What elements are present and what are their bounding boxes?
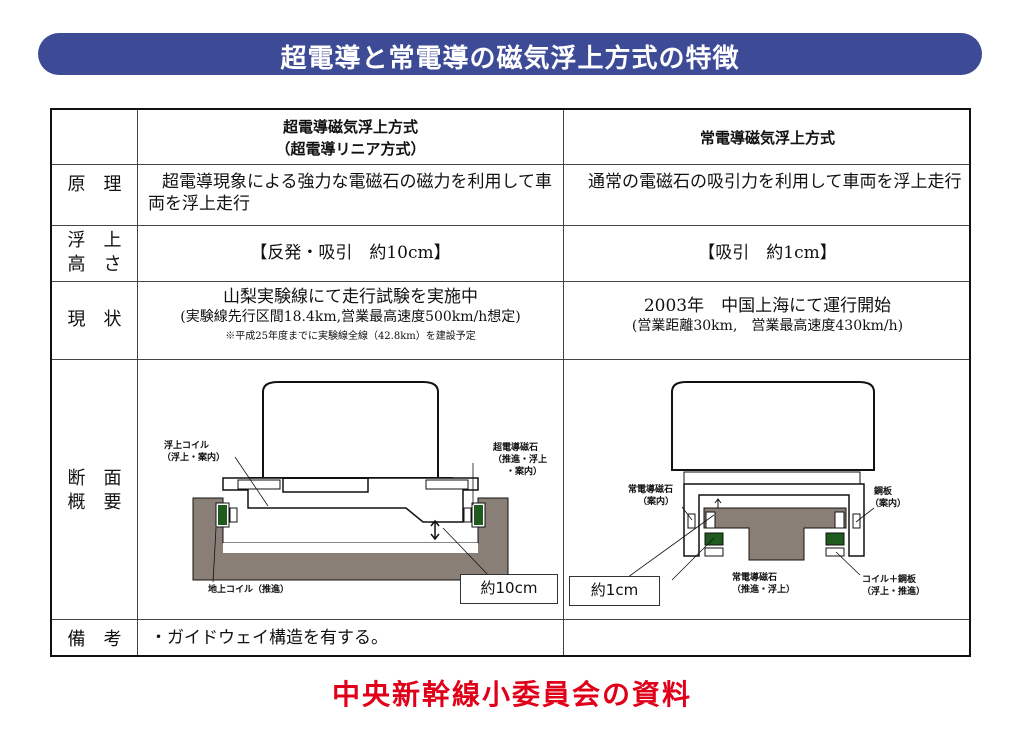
sc-gap-arrow xyxy=(430,519,440,541)
nc-gap-arrow xyxy=(714,498,722,508)
nc-prop-magnet-left xyxy=(704,532,724,546)
nc-car-body xyxy=(671,381,875,471)
sc-magnet-block-left xyxy=(237,479,281,490)
status-sc-note: ※平成25年度までに実験線全線（42.8km）を建設予定 xyxy=(225,331,476,342)
row-label-levitation: 浮 上 高 さ xyxy=(52,229,137,277)
row-label-principle: 原 理 xyxy=(67,174,122,195)
nc-label-prop-magnet-2: （推進・浮上） xyxy=(732,583,795,595)
nc-label-coil-steel-1: コイル＋鋼板 xyxy=(862,573,917,585)
row-divider xyxy=(52,164,969,165)
diagram-normal: 常電導磁石 （案内） 鋼板 （案内） 常電導磁石 （推進・浮上） コイル＋鋼板 … xyxy=(623,381,925,597)
status-sc-line1: 山梨実験線にて走行試験を実施中 xyxy=(223,287,478,307)
status-sc-line2: (実験線先行区間18.4km,営業最高速度500km/h想定) xyxy=(180,309,521,325)
sc-label-ground-coil: 地上コイル（推進） xyxy=(208,583,289,595)
sc-leader-gap xyxy=(442,527,492,579)
nc-leader-steel xyxy=(855,507,875,523)
row-label-status: 現 状 xyxy=(67,309,122,330)
sc-levitation-coil-right-core xyxy=(474,505,483,525)
comparison-table: 超電導磁気浮上方式 （超電導リニア方式） 常電導磁気浮上方式 原 理 超電導現象… xyxy=(50,108,971,657)
sc-label-sc-magnet-1: 超電導磁石 xyxy=(492,441,538,453)
title-banner: 超電導と常電導の磁気浮上方式の特徴 xyxy=(38,33,982,75)
nc-bogie-top xyxy=(683,471,861,485)
sc-label-sc-magnet-2: （推進・浮上 xyxy=(493,453,547,465)
sc-car-body xyxy=(262,381,439,479)
row-divider xyxy=(52,619,969,620)
row-label-levitation-line2: 高 さ xyxy=(67,254,122,275)
principle-superconducting: 超電導現象による強力な電磁石の磁力を利用して車両を浮上走行 xyxy=(148,172,552,214)
status-nc-line1: 2003年 中国上海にて運行開始 xyxy=(643,296,892,316)
nc-leader-prop xyxy=(671,537,715,581)
row-divider xyxy=(52,225,969,226)
col-divider xyxy=(137,110,138,655)
sc-magnet-left xyxy=(229,507,238,523)
remarks-superconducting: ・ガイドウェイ構造を有する。 xyxy=(150,628,388,648)
row-label-cross-line2: 概 要 xyxy=(67,492,122,513)
nc-coil-right xyxy=(825,547,845,557)
nc-guideway xyxy=(703,507,847,561)
diagram-superconducting: 浮上コイル （浮上・案内） 超電導磁石 （推進・浮上 ・案内） 地上コイル（推進… xyxy=(162,381,547,595)
header-col1-line2: （超電導リニア方式） xyxy=(275,140,426,158)
row-label-cross-section: 断 面 概 要 xyxy=(52,467,137,515)
sc-label-sc-magnet-3: ・案内） xyxy=(506,465,542,477)
nc-steel-left xyxy=(687,513,696,529)
nc-label-guide-magnet-2: （案内） xyxy=(638,495,674,507)
nc-label-coil-steel-2: （浮上・推進） xyxy=(862,585,925,597)
status-superconducting: 山梨実験線にて走行試験を実施中 (実験線先行区間18.4km,営業最高速度500… xyxy=(138,286,563,343)
nc-steel-right xyxy=(852,513,861,529)
nc-leader-guide xyxy=(681,506,693,521)
sc-leader-ground-coil xyxy=(212,527,217,583)
page-title: 超電導と常電導の磁気浮上方式の特徴 xyxy=(280,44,740,74)
sc-label-levitation-coil-2: （浮上・案内） xyxy=(162,451,225,463)
nc-leader-coil xyxy=(835,551,861,576)
sc-levitation-coil-left-core xyxy=(218,505,227,525)
header-col1-line1: 超電導磁気浮上方式 xyxy=(282,118,418,136)
status-nc-line2: (営業距離30km, 営業最高速度430km/h) xyxy=(631,318,904,334)
row-label-remarks: 備 考 xyxy=(67,629,122,650)
levitation-normal: 【吸引 約1cm】 xyxy=(698,243,837,263)
header-normal-conducting: 常電導磁気浮上方式 xyxy=(699,129,835,147)
nc-label-guide-magnet-1: 常電導磁石 xyxy=(628,483,673,495)
nc-coil-left xyxy=(704,547,724,557)
sc-guideway-gap xyxy=(223,543,478,553)
footer-source: 中央新幹線小委員会の資料 xyxy=(331,678,692,711)
sc-gap-box: 約10cm xyxy=(460,574,558,604)
nc-label-prop-magnet-1: 常電導磁石 xyxy=(732,571,777,583)
row-label-cross-line1: 断 面 xyxy=(67,468,122,489)
row-divider xyxy=(52,281,969,282)
sc-magnet-block-right xyxy=(425,479,469,490)
nc-gap-box: 約1cm xyxy=(569,576,660,606)
nc-guide-magnet-left xyxy=(705,511,716,529)
principle-normal: 通常の電磁石の吸引力を利用して車両を浮上走行 xyxy=(588,172,962,192)
col-divider xyxy=(563,110,564,655)
sc-magnet-right xyxy=(463,507,472,523)
status-normal: 2003年 中国上海にて運行開始 (営業距離30km, 営業最高速度430km/… xyxy=(564,295,971,335)
sc-bogie xyxy=(222,477,479,523)
row-divider xyxy=(52,359,969,360)
sc-label-levitation-coil-1: 浮上コイル xyxy=(164,439,209,451)
nc-leader-gap xyxy=(623,514,715,581)
row-label-levitation-line1: 浮 上 xyxy=(67,230,122,251)
nc-guide-magnet-right xyxy=(834,511,845,529)
nc-label-steel-2: （案内） xyxy=(870,497,906,509)
sc-leader-coil xyxy=(234,456,269,507)
header-superconducting: 超電導磁気浮上方式 （超電導リニア方式） xyxy=(138,116,563,162)
levitation-superconducting: 【反発・吸引 約10cm】 xyxy=(250,243,451,263)
nc-bogie-frame xyxy=(683,483,865,557)
nc-prop-magnet-right xyxy=(825,532,845,546)
nc-label-steel-1: 鋼板 xyxy=(873,485,893,497)
